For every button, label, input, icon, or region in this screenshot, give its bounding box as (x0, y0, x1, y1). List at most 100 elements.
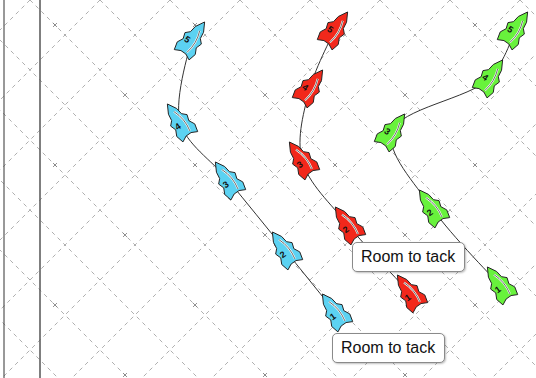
grid-mark (403, 233, 407, 237)
boat-tracks (179, 30, 515, 312)
boat-hull (388, 269, 429, 314)
boat-hull (316, 6, 357, 51)
boat-hull (373, 108, 414, 153)
boat-sail (494, 273, 511, 295)
grid-mark (403, 373, 407, 377)
grid-mark (473, 23, 477, 27)
grid-mark (193, 303, 197, 307)
boat-hull (206, 156, 247, 201)
grid-mark (263, 233, 267, 237)
boat-icon (316, 6, 357, 51)
boat-sail-edge (494, 273, 511, 295)
boat-hull (173, 16, 214, 61)
grid-line (0, 0, 100, 378)
boat-hull (158, 98, 199, 143)
boat-hull (291, 64, 332, 109)
boat-icon (373, 108, 414, 153)
boat-sail-edge (426, 196, 443, 218)
grid-line (100, 0, 500, 378)
grid-line (330, 0, 536, 378)
boat-icon (471, 54, 512, 99)
grid-line (0, 0, 30, 378)
boat-hull (313, 288, 354, 333)
callout-text: Room to tack (361, 248, 455, 266)
boat-sail-edge (174, 110, 191, 132)
boat-icon (158, 98, 199, 143)
boat-sail (174, 110, 191, 132)
boat-icon (263, 226, 304, 271)
grid-mark (123, 93, 127, 97)
grid-mark (123, 233, 127, 237)
grid-line (400, 0, 536, 378)
boat-sail (329, 300, 346, 322)
boat-sail (296, 148, 313, 170)
boat-icon (388, 269, 429, 314)
grid-mark (473, 163, 477, 167)
grid-line (0, 0, 310, 378)
boat-sail-edge (222, 168, 239, 190)
grid-line (310, 0, 536, 378)
boat-sail-edge (296, 148, 313, 170)
boat-hull (478, 261, 519, 306)
boundary-line (39, 0, 41, 378)
grid-mark (473, 303, 477, 307)
grid-mark (263, 93, 267, 97)
boat-fleet (158, 6, 536, 333)
boat-sail (426, 196, 443, 218)
boat-track (179, 40, 335, 312)
boat-sail (279, 238, 296, 260)
grid-line (0, 0, 240, 378)
boat-sail (404, 281, 421, 303)
boat-icon (496, 6, 536, 51)
grid-line (30, 0, 430, 378)
boat-icon (326, 201, 367, 246)
grid-line (380, 0, 536, 378)
grid-mark (123, 373, 127, 377)
boat-icon (206, 156, 247, 201)
grid-line (0, 0, 80, 378)
boat-hull (410, 184, 451, 229)
boat-icon (478, 261, 519, 306)
grid-mark (263, 373, 267, 377)
grid-line (0, 0, 170, 378)
boat-hull (280, 136, 321, 181)
boat-sail-edge (342, 213, 359, 235)
callout-text: Room to tack (341, 339, 435, 357)
boat-hull (496, 6, 536, 51)
boat-hull (326, 201, 367, 246)
grid-mark (193, 163, 197, 167)
grid-line (170, 0, 536, 378)
boat-icon (410, 184, 451, 229)
boat-sail (342, 213, 359, 235)
boat-sail (222, 168, 239, 190)
grid-line (0, 0, 150, 378)
boat-hull (471, 54, 512, 99)
boat-hull (263, 226, 304, 271)
boat-icon (313, 288, 354, 333)
grid-line (520, 0, 536, 378)
boat-sail-edge (404, 281, 421, 303)
grid-mark (53, 23, 57, 27)
boat-sail-edge (279, 238, 296, 260)
grid-line (260, 0, 536, 378)
boat-sail-edge (329, 300, 346, 322)
boat-icon (291, 64, 332, 109)
grid-mark (53, 303, 57, 307)
grid-line (240, 0, 536, 378)
boat-icon (280, 136, 321, 181)
grid-line (0, 0, 220, 378)
grid-mark (403, 93, 407, 97)
boat-icon (173, 16, 214, 61)
grid-line (50, 0, 450, 378)
frame-line (4, 0, 5, 378)
grid-mark (53, 163, 57, 167)
grid-line (190, 0, 536, 378)
grid-line (120, 0, 520, 378)
callout-box: Room to tack (352, 242, 465, 272)
grid-mark (333, 163, 337, 167)
grid-line (0, 0, 360, 378)
